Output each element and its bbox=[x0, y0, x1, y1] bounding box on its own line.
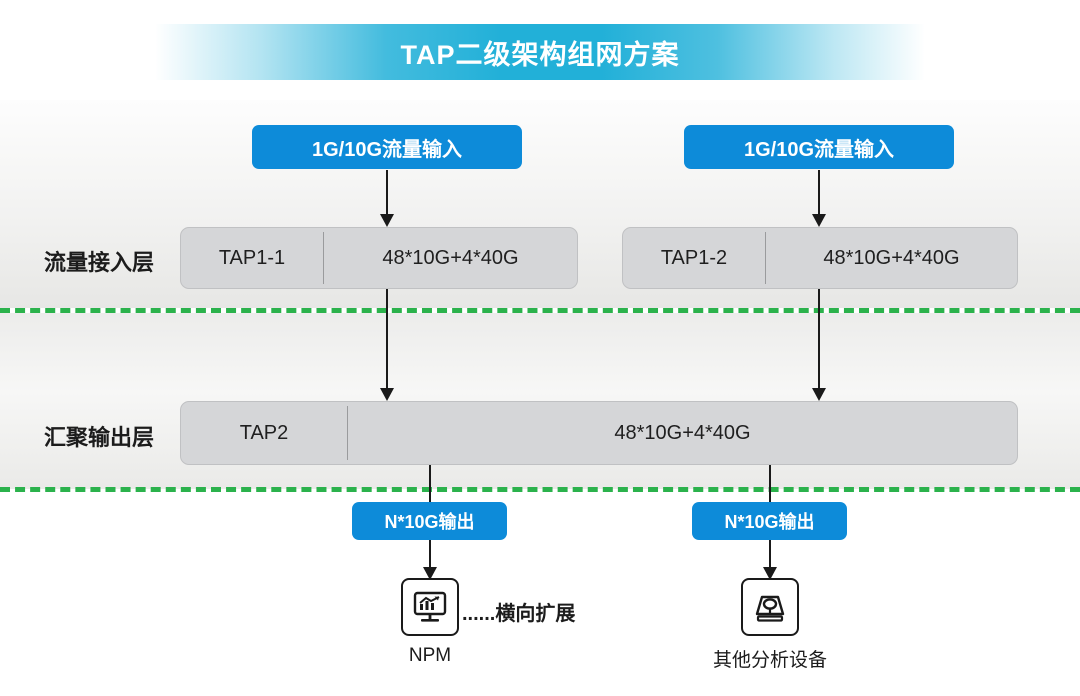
endpoint-caption-npm: NPM bbox=[408, 645, 452, 666]
arrow-shaft bbox=[769, 465, 771, 502]
traffic-input-label-1: 1G/10G流量输入 bbox=[252, 125, 522, 169]
output-label-2: N*10G输出 bbox=[692, 502, 847, 540]
endpoint-node-npm: NPM bbox=[360, 578, 500, 667]
output-label-1: N*10G输出 bbox=[352, 502, 507, 540]
scale-out-note: ......横向扩展 bbox=[462, 603, 576, 625]
device-box-tap2: TAP2 48*10G+4*40G bbox=[180, 401, 1018, 465]
arrow-output-1-to-npm bbox=[422, 540, 438, 580]
diagram-title: TAP二级架构组网方案 bbox=[400, 39, 680, 70]
arrow-input-to-tap1-1 bbox=[379, 170, 395, 227]
traffic-input-label-1-text: 1G/10G流量输入 bbox=[311, 138, 463, 161]
connector-tap2-to-output-2 bbox=[762, 465, 778, 502]
traffic-input-label-2: 1G/10G流量输入 bbox=[684, 125, 954, 169]
layer-separator-bottom bbox=[0, 487, 1080, 492]
arrow-shaft bbox=[818, 170, 820, 214]
arrow-shaft bbox=[769, 540, 771, 567]
arrow-head bbox=[380, 214, 394, 227]
device-divider bbox=[323, 232, 324, 284]
endpoint-caption-analyzer: 其他分析设备 bbox=[712, 650, 827, 671]
device-divider bbox=[765, 232, 766, 284]
layer-separator-top bbox=[0, 308, 1080, 313]
arrow-tap1-1-to-tap2 bbox=[379, 289, 395, 401]
endpoint-node-analyzer: 其他分析设备 bbox=[700, 578, 840, 672]
connector-tap2-to-output-1 bbox=[422, 465, 438, 502]
arrow-head bbox=[812, 214, 826, 227]
arrow-head bbox=[380, 388, 394, 401]
arrow-shaft bbox=[818, 289, 820, 388]
device-box-tap1-2: TAP1-2 48*10G+4*40G bbox=[622, 227, 1018, 289]
arrow-tap1-2-to-tap2 bbox=[811, 289, 827, 401]
analyzer-device-icon bbox=[741, 578, 799, 636]
arrow-input-to-tap1-2 bbox=[811, 170, 827, 227]
output-label-2-text: N*10G输出 bbox=[724, 512, 815, 532]
device-divider bbox=[347, 406, 348, 460]
device-box-tap1-1: TAP1-1 48*10G+4*40G bbox=[180, 227, 578, 289]
device-spec-tap1-1: 48*10G+4*40G bbox=[382, 246, 519, 269]
arrow-shaft bbox=[429, 540, 431, 567]
device-spec-tap2: 48*10G+4*40G bbox=[614, 421, 751, 444]
device-name-tap1-2: TAP1-2 bbox=[660, 246, 728, 269]
arrow-output-2-to-analyzer bbox=[762, 540, 778, 580]
arrow-shaft bbox=[386, 170, 388, 214]
access-layer-caption: 流量接入层 bbox=[44, 250, 155, 275]
title-banner: TAP二级架构组网方案 bbox=[155, 24, 925, 80]
output-label-1-text: N*10G输出 bbox=[384, 512, 475, 532]
traffic-input-label-2-text: 1G/10G流量输入 bbox=[743, 138, 895, 161]
arrow-shaft bbox=[429, 465, 431, 502]
arrow-head bbox=[423, 567, 437, 580]
device-spec-tap1-2: 48*10G+4*40G bbox=[823, 246, 960, 269]
monitor-chart-icon bbox=[401, 578, 459, 636]
arrow-shaft bbox=[386, 289, 388, 388]
arrow-head bbox=[812, 388, 826, 401]
aggregation-layer-caption: 汇聚输出层 bbox=[44, 425, 155, 450]
arrow-head bbox=[763, 567, 777, 580]
device-name-tap2: TAP2 bbox=[239, 421, 289, 444]
device-name-tap1-1: TAP1-1 bbox=[218, 246, 286, 269]
